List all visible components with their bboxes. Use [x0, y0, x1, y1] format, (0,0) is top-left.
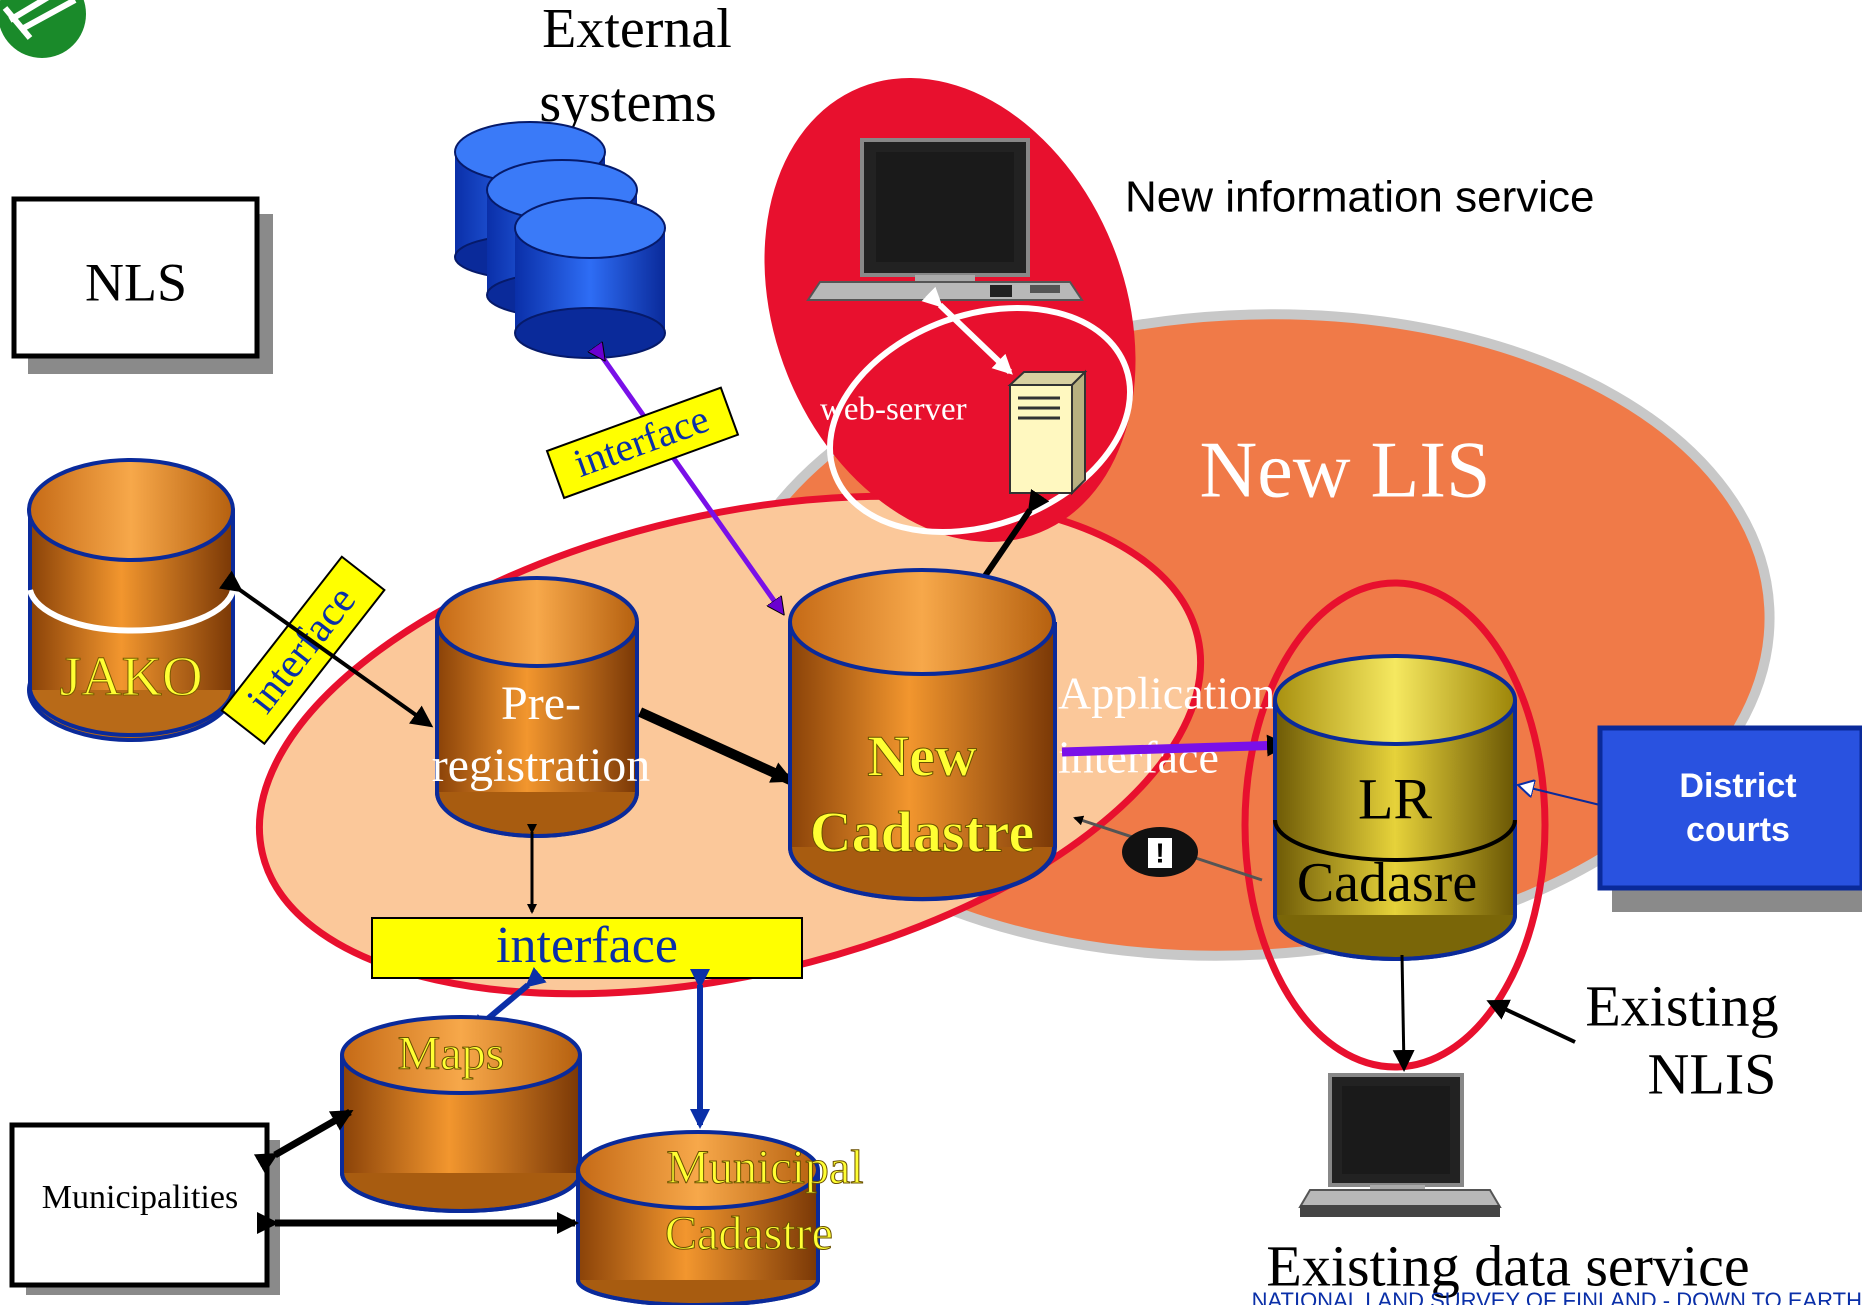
- municipal-cadastre-label-line2: Cadastre: [665, 1207, 833, 1260]
- lr-cadasre-database: LR Cadasre: [1273, 654, 1517, 961]
- municipal-cadastre-label-line1: Municipal: [666, 1141, 863, 1194]
- municipal-cadastre-database: Municipal Cadastre: [576, 1130, 864, 1305]
- new-lis-label: New LIS: [1199, 426, 1490, 514]
- application-interface-label-line1: Application: [1058, 668, 1275, 719]
- district-courts-arrow: [1518, 785, 1601, 806]
- interface-bottom-label: interface: [496, 917, 678, 974]
- new-cadastre-label-line2: Cadastre: [810, 799, 1034, 864]
- existing-nlis-pointer: [1486, 999, 1576, 1044]
- pre-registration-label-line2: registration: [432, 739, 651, 792]
- footer-text: NATIONAL LAND SURVEY OF FINLAND - DOWN T…: [1252, 1288, 1862, 1305]
- district-courts-box: District courts: [1597, 725, 1862, 912]
- external-systems-label-line2: systems: [539, 72, 716, 134]
- existing-terminal-icon: [1298, 1073, 1502, 1217]
- new-cadastre-database: New Cadastre: [788, 568, 1057, 902]
- cadasre-label: Cadasre: [1297, 852, 1477, 914]
- logo-icon: [0, 0, 86, 58]
- web-server-icon: [1007, 369, 1088, 496]
- external-db-3: [514, 197, 666, 359]
- nls-label: NLS: [85, 252, 187, 312]
- existing-data-service-label: Existing data service: [1266, 1233, 1749, 1298]
- warning-glyph: !: [1155, 837, 1164, 868]
- municipalities-label: Municipalities: [42, 1179, 238, 1216]
- lr-label: LR: [1358, 766, 1432, 831]
- preregistration-cadastre-arrow: [637, 707, 794, 785]
- pre-registration-database: Pre- registration: [432, 576, 651, 838]
- district-courts-label-line2: courts: [1686, 811, 1790, 849]
- lr-to-terminal-arrow: [1392, 954, 1415, 1072]
- jako-preregistration-arrow: [218, 570, 434, 728]
- nls-box: NLS: [11, 196, 273, 374]
- external-systems-databases: [454, 121, 666, 359]
- interface-bottom-bar: interface: [371, 917, 803, 979]
- computer-webserver-arrow: [921, 286, 1013, 375]
- existing-nlis-label-line1: Existing: [1585, 973, 1778, 1038]
- maps-label: Maps: [398, 1027, 505, 1080]
- web-server-label: web-server: [820, 392, 967, 428]
- district-courts-label-line1: District: [1679, 767, 1796, 805]
- new-cadastre-label-line1: New: [867, 723, 977, 788]
- external-to-cadastre-arrow: [603, 358, 782, 612]
- application-interface-arrow: [1061, 734, 1289, 757]
- warning-icon: !: [1122, 827, 1198, 877]
- municipalities-maps-arrow: [253, 1108, 354, 1174]
- maps-database: Maps: [340, 1015, 582, 1213]
- pre-registration-label-line1: Pre-: [501, 677, 581, 730]
- interface-top-badge: interface: [545, 386, 740, 500]
- jako-database: JAKO: [27, 458, 236, 742]
- application-interface-label-line2: interface: [1058, 732, 1219, 783]
- municipalities-box: Municipalities: [9, 1122, 280, 1295]
- jako-label: JAKO: [59, 646, 202, 708]
- external-systems-label-line1: External: [542, 0, 732, 60]
- new-information-service-label: New information service: [1125, 173, 1595, 222]
- existing-nlis-label-line2: NLIS: [1648, 1041, 1777, 1106]
